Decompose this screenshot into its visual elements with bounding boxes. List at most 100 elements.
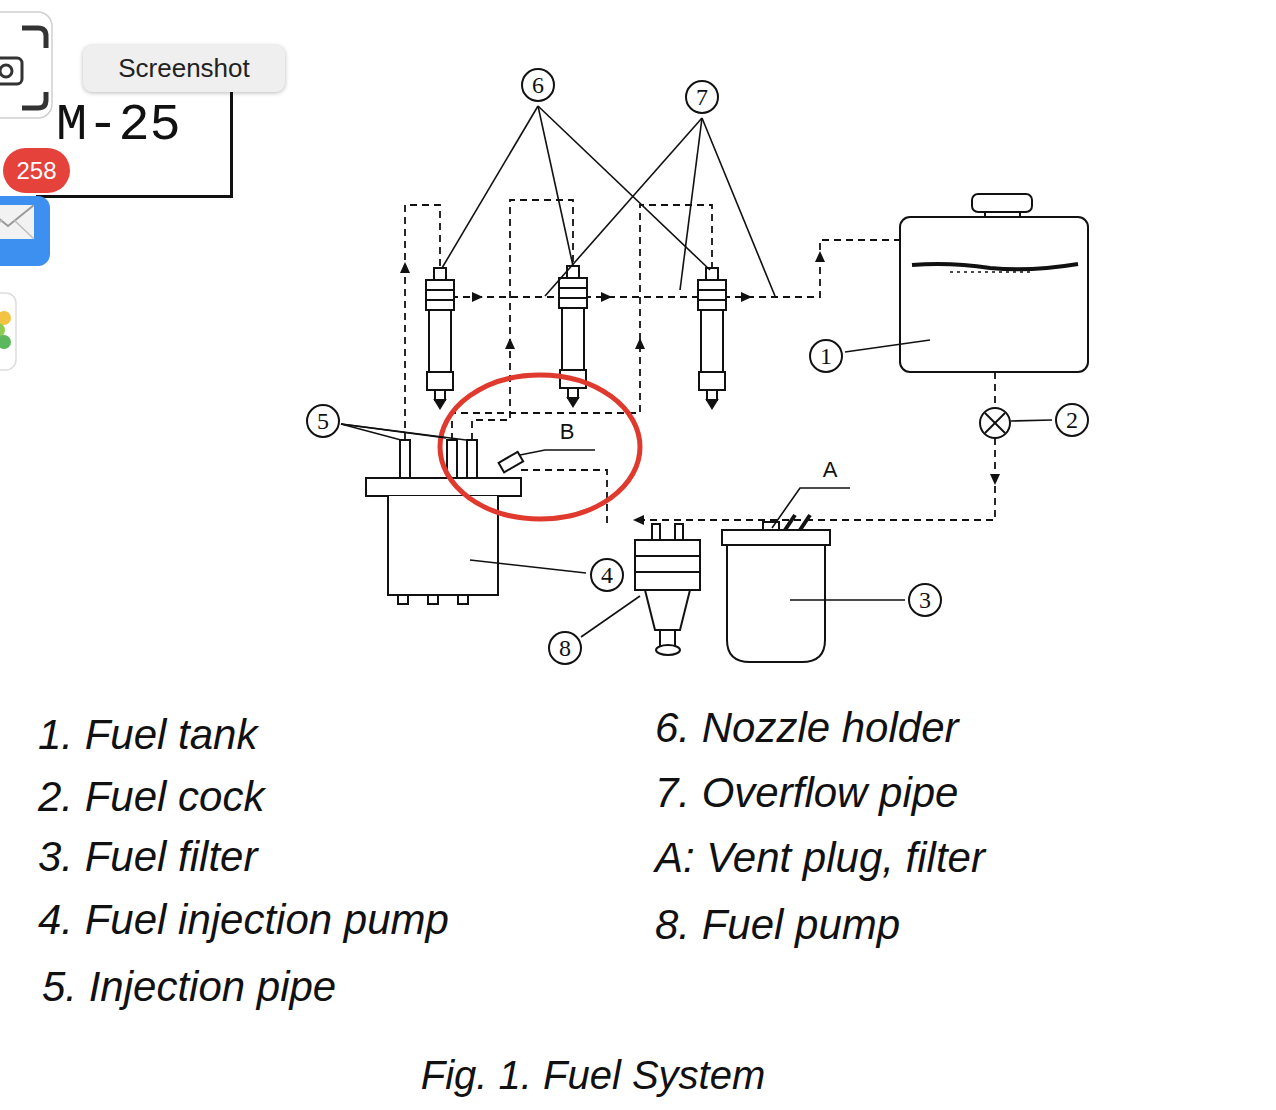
camera-icon-part <box>0 65 12 77</box>
flow-arrow-part <box>741 292 752 302</box>
fuel-tank-part <box>900 217 1088 372</box>
callout-number: 5 <box>306 404 340 438</box>
leader-line-part <box>442 106 538 268</box>
callout-number: 8 <box>548 631 582 665</box>
injection-pump-part <box>428 595 438 604</box>
leader-line-part <box>341 424 466 440</box>
fuel-pump-part <box>652 524 660 540</box>
fuel-cock <box>980 408 1010 438</box>
notification-badge: 258 <box>3 148 70 193</box>
parts-list-item: 2. Fuel cock <box>38 772 264 822</box>
nozzle-holder-part <box>559 297 587 299</box>
leader-line-part <box>680 118 702 290</box>
callout-number: 1 <box>809 339 843 373</box>
fuel-pump-part <box>635 556 700 572</box>
nozzle-holder-part <box>559 278 587 308</box>
flow-arrow-part <box>601 292 612 302</box>
injection-pump-part <box>388 496 498 595</box>
parts-list-item: 1. Fuel tank <box>38 710 257 760</box>
fuel-line-part <box>451 296 562 298</box>
injection-pump-part <box>458 595 468 604</box>
photos-icon-part <box>0 335 11 349</box>
fuel-line-part <box>640 438 995 520</box>
leader-line-part <box>581 596 640 637</box>
parts-list-item: 5. Injection pipe <box>42 962 336 1012</box>
leader-line-part <box>845 340 930 352</box>
fuel-filter-part <box>722 530 830 545</box>
camera-icon-part <box>0 58 22 84</box>
nozzle-holder-part <box>699 372 725 390</box>
fuel-pump-part <box>656 645 680 655</box>
leader-line-part <box>1011 420 1052 421</box>
nozzle-holder-part <box>698 299 726 301</box>
fuel-filter-part <box>763 522 779 530</box>
fuel-tank <box>900 194 1088 372</box>
fuel-filter-part <box>727 545 825 662</box>
photos-icon <box>0 293 16 370</box>
nozzle-holder-part <box>435 390 445 400</box>
camera-icon-part <box>0 12 52 118</box>
fuel-pump-part <box>645 590 690 630</box>
tooltip-text: Screenshot <box>118 53 250 84</box>
leader-line-part <box>341 424 401 440</box>
fuel-cock-part <box>985 413 1005 433</box>
fuel-cock-part <box>985 413 1005 433</box>
fuel-filter <box>722 515 830 662</box>
nozzle-holder-part <box>707 390 717 400</box>
leader-line-part <box>702 118 775 296</box>
callout-number: 2 <box>1055 403 1089 437</box>
nozzle-holder-part <box>567 266 579 278</box>
nozzle-holder-part <box>426 289 454 291</box>
nozzle-holder-part <box>706 268 718 280</box>
fuel-filter-part <box>785 515 795 530</box>
fuel-line-part <box>723 240 900 297</box>
callout-letter: B <box>560 420 575 444</box>
nozzle-holder-part <box>562 308 584 370</box>
photos-icon-part <box>0 323 5 337</box>
fuel-pump-part <box>635 540 700 556</box>
fuel-cock-part <box>980 408 1010 438</box>
mail-icon-part <box>0 205 34 239</box>
flow-arrow-part <box>400 262 410 273</box>
flow-arrow-part <box>990 474 1000 485</box>
fuel-tank-part <box>972 194 1032 212</box>
fuel-line-part <box>452 205 712 440</box>
tooltip-box: Screenshot <box>83 45 285 92</box>
nozzle-holder-part <box>568 388 578 398</box>
fuel-tank-part <box>912 264 1078 269</box>
leader-line-part <box>790 599 905 601</box>
nozzle-holder-part <box>427 372 453 390</box>
leader-line-part <box>545 118 702 296</box>
fuel-filter-part <box>800 515 810 530</box>
leader-line-part <box>772 488 850 528</box>
callout-number: 3 <box>908 583 942 617</box>
mail-icon-part <box>0 196 50 266</box>
flow-arrow-part <box>472 292 483 302</box>
flow-arrow-part <box>633 515 644 525</box>
nozzle-holder-part <box>701 310 723 372</box>
leader-line-part <box>538 106 573 266</box>
figure-caption: Fig. 1. Fuel System <box>421 1050 766 1100</box>
flow-arrow-part <box>505 338 515 349</box>
nozzle-holder-part <box>435 400 445 408</box>
mail-icon-part <box>0 220 34 239</box>
camera-icon-part <box>22 28 46 48</box>
parts-list-item: A: Vent plug, filter <box>655 833 985 883</box>
callout-number: 7 <box>685 80 719 114</box>
nozzle-holder-part <box>698 280 726 310</box>
camera-icon <box>0 12 52 118</box>
callout-number: 4 <box>590 558 624 592</box>
injection-pump-part <box>366 478 521 496</box>
nozzle-holder-part <box>426 280 454 310</box>
injection-pump-part <box>398 595 408 604</box>
parts-list-item: 3. Fuel filter <box>38 832 257 882</box>
fuel-pump-part <box>675 524 683 540</box>
fuel-pump-part <box>635 572 700 590</box>
flow-arrow-part <box>635 338 645 349</box>
parts-list-item: 7. Overflow pipe <box>655 768 958 818</box>
fuel-pump <box>635 524 700 655</box>
badge-count: 258 <box>16 157 56 185</box>
photos-icon-part <box>0 293 16 370</box>
